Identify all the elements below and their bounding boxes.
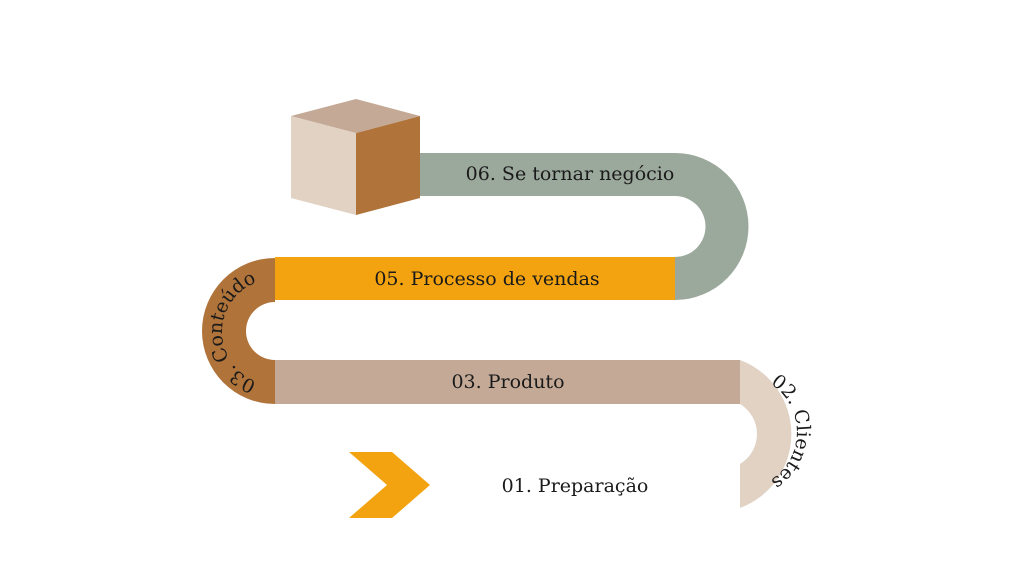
cube-top-face [291,99,420,133]
step-04-curve [202,258,275,404]
step-06-band [410,153,675,196]
step-05-band [275,257,675,300]
step-06-label: 06. Se tornar negócio [466,163,675,185]
step-03-band [275,360,740,404]
cube-right-face [356,116,420,215]
step-05-label: 05. Processo de vendas [374,268,599,290]
step-01-chevron [349,452,430,518]
step-01-label: 01. Preparação [502,475,649,497]
cube-left-face [291,116,356,215]
step-06-curve [675,153,749,300]
step-03-label: 03. Produto [451,371,564,393]
step-02-curve [740,360,792,508]
